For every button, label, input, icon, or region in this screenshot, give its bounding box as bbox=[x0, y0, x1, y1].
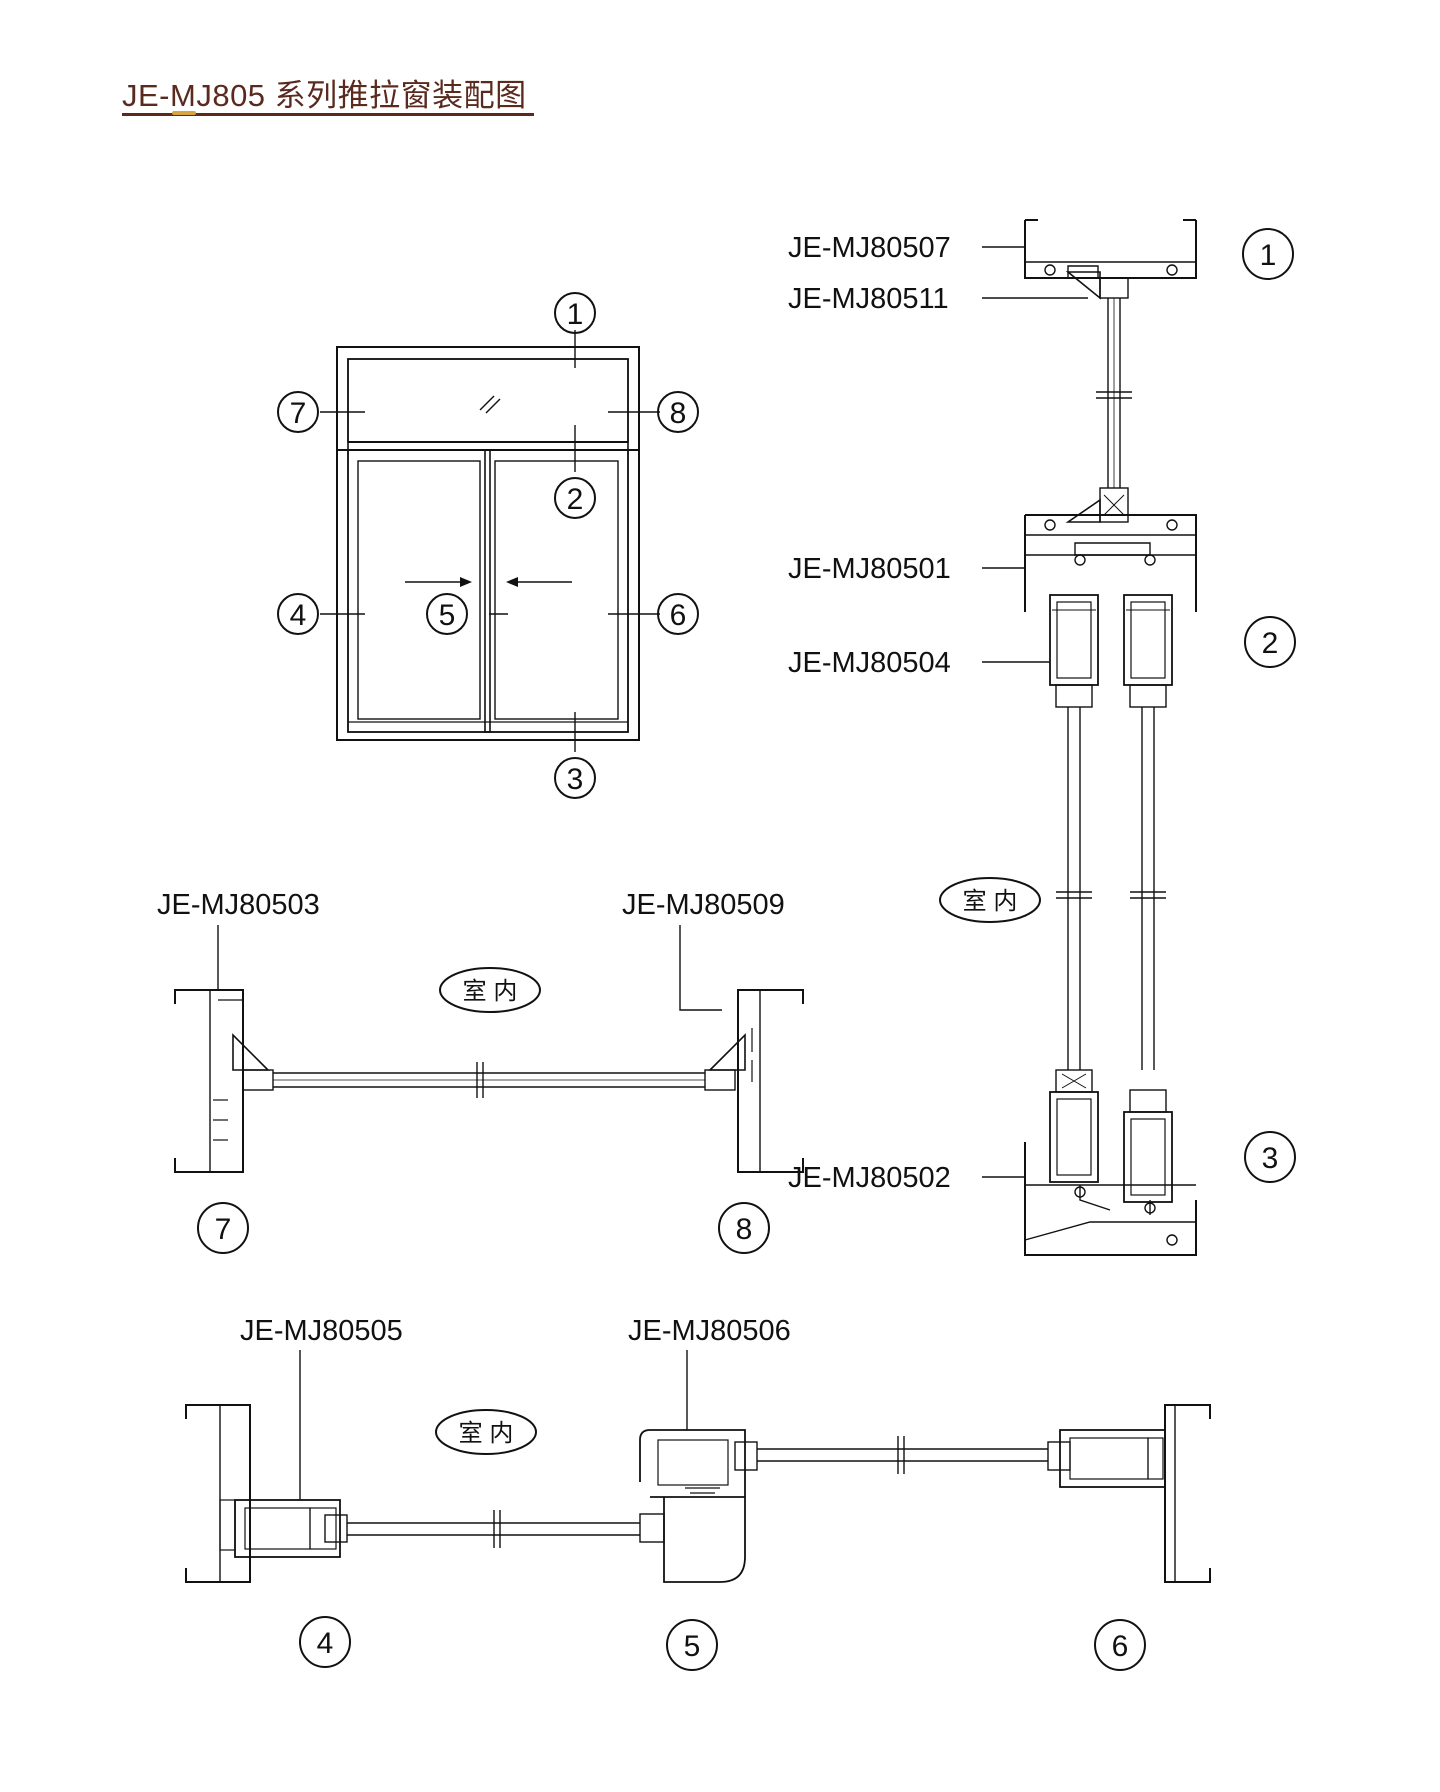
interior-label: 室 内 bbox=[963, 888, 1018, 915]
title-underline bbox=[122, 113, 534, 116]
elevation-callout-1: 1 bbox=[554, 292, 596, 334]
part-label-80511: JE-MJ80511 bbox=[788, 283, 949, 315]
part-label-80502: JE-MJ80502 bbox=[788, 1162, 951, 1194]
section-callout-2: 2 bbox=[1244, 616, 1296, 668]
elevation-callout-4: 4 bbox=[277, 593, 319, 635]
callout-number: 2 bbox=[567, 483, 584, 516]
horizontal-section-fixed bbox=[174, 989, 804, 1173]
horizontal-section-fixed-labels: JE-MJ80503 JE-MJ80509 室 内 7 8 bbox=[157, 889, 785, 1254]
interior-tag-sliding: 室 内 bbox=[435, 1409, 537, 1455]
elevation-callout-8: 8 bbox=[657, 391, 699, 433]
vertical-section bbox=[1024, 219, 1197, 1256]
callout-number: 3 bbox=[567, 763, 584, 796]
callout-number: 8 bbox=[670, 397, 687, 430]
part-label-80509: JE-MJ80509 bbox=[622, 889, 785, 921]
part-label-80501: JE-MJ80501 bbox=[788, 553, 951, 585]
elevation-callouts: 1 7 8 2 4 5 6 3 bbox=[277, 292, 699, 799]
part-label-80505: JE-MJ80505 bbox=[240, 1315, 403, 1347]
section-callout-4: 4 bbox=[299, 1616, 351, 1668]
section-callout-1: 1 bbox=[1242, 228, 1294, 280]
elevation-callout-3: 3 bbox=[554, 757, 596, 799]
elevation-callout-7: 7 bbox=[277, 391, 319, 433]
callout-number: 1 bbox=[1260, 239, 1277, 272]
vertical-section-labels: JE-MJ80507 JE-MJ80511 JE-MJ80501 JE-MJ80… bbox=[788, 228, 1296, 1194]
page-title: JE-MJ805 系列推拉窗装配图 bbox=[122, 78, 527, 113]
part-label-80504: JE-MJ80504 bbox=[788, 647, 951, 679]
interior-tag-vertical: 室 内 bbox=[939, 877, 1041, 923]
callout-number: 8 bbox=[736, 1213, 753, 1246]
callout-number: 4 bbox=[290, 599, 307, 632]
horizontal-section-sliding bbox=[185, 1404, 1211, 1583]
callout-number: 3 bbox=[1262, 1142, 1279, 1175]
horizontal-section-sliding-labels: JE-MJ80505 JE-MJ80506 室 内 4 5 6 bbox=[240, 1315, 1146, 1671]
interior-label: 室 内 bbox=[459, 1420, 514, 1447]
part-label-80507: JE-MJ80507 bbox=[788, 232, 951, 264]
part-label-80503: JE-MJ80503 bbox=[157, 889, 320, 921]
section-callout-6: 6 bbox=[1094, 1619, 1146, 1671]
part-label-80506: JE-MJ80506 bbox=[628, 1315, 791, 1347]
callout-number: 7 bbox=[290, 397, 307, 430]
section-callout-5: 5 bbox=[666, 1619, 718, 1671]
title-accent-mark bbox=[172, 111, 196, 115]
callout-number: 5 bbox=[684, 1630, 701, 1663]
callout-number: 1 bbox=[567, 298, 584, 331]
section-callout-8: 8 bbox=[718, 1202, 770, 1254]
callout-number: 6 bbox=[670, 599, 687, 632]
section-callout-3: 3 bbox=[1244, 1131, 1296, 1183]
window-elevation bbox=[320, 330, 660, 752]
callout-number: 7 bbox=[215, 1213, 232, 1246]
elevation-callout-5: 5 bbox=[426, 593, 468, 635]
elevation-callout-2: 2 bbox=[554, 477, 596, 519]
section-callout-7: 7 bbox=[197, 1202, 249, 1254]
interior-tag-fixed: 室 内 bbox=[439, 967, 541, 1013]
interior-label: 室 内 bbox=[463, 978, 518, 1005]
callout-number: 2 bbox=[1262, 627, 1279, 660]
callout-number: 6 bbox=[1112, 1630, 1129, 1663]
callout-number: 4 bbox=[317, 1627, 334, 1660]
callout-number: 5 bbox=[439, 599, 456, 632]
elevation-callout-6: 6 bbox=[657, 593, 699, 635]
